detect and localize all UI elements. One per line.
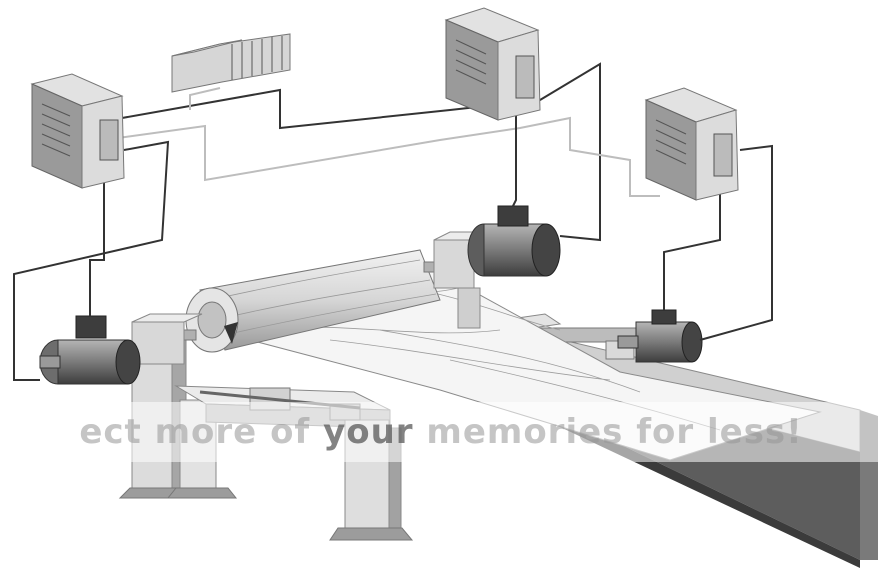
servo-drive-center xyxy=(444,7,541,121)
unwind-motor-left xyxy=(39,315,141,385)
servo-drive-right xyxy=(644,87,739,201)
servo-drive-left xyxy=(30,73,125,189)
plc-rack xyxy=(171,33,291,93)
nip-motor-center xyxy=(467,205,561,277)
bearing-blocks xyxy=(131,231,491,365)
traverse-motor-right xyxy=(617,309,703,363)
